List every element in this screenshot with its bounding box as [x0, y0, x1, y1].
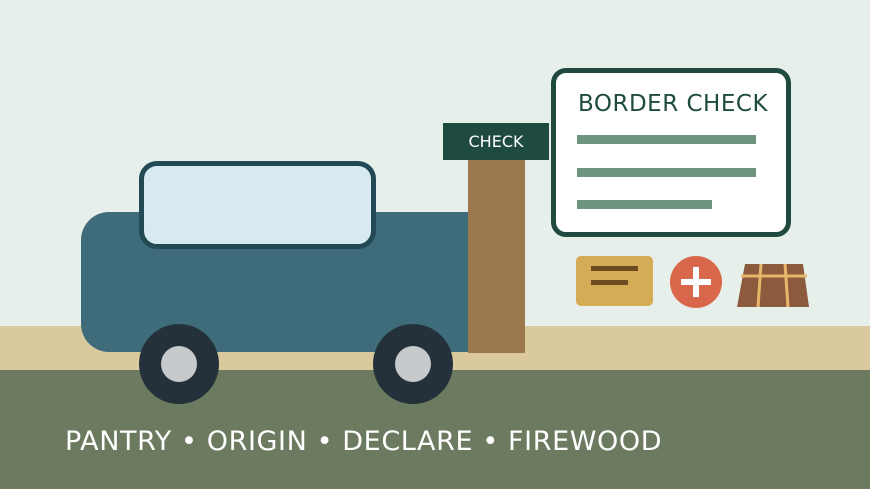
card-icon — [576, 256, 653, 306]
card-line — [591, 280, 628, 285]
border-check-panel: BORDER CHECK — [551, 68, 791, 237]
plus-icon — [670, 256, 722, 308]
van-window — [139, 161, 376, 249]
wheel-hub — [161, 346, 197, 382]
firewood-icon — [737, 263, 809, 308]
caption-text: PANTRY • ORIGIN • DECLARE • FIREWOOD — [65, 426, 663, 457]
checkpoint-post — [468, 150, 525, 353]
front-wheel-icon — [139, 324, 219, 404]
panel-line — [577, 168, 756, 177]
wheel-hub — [395, 346, 431, 382]
panel-title: BORDER CHECK — [578, 91, 769, 117]
check-sign: CHECK — [443, 123, 549, 160]
panel-line — [577, 200, 712, 209]
rear-wheel-icon — [373, 324, 453, 404]
panel-line — [577, 135, 756, 144]
card-line — [591, 266, 638, 271]
